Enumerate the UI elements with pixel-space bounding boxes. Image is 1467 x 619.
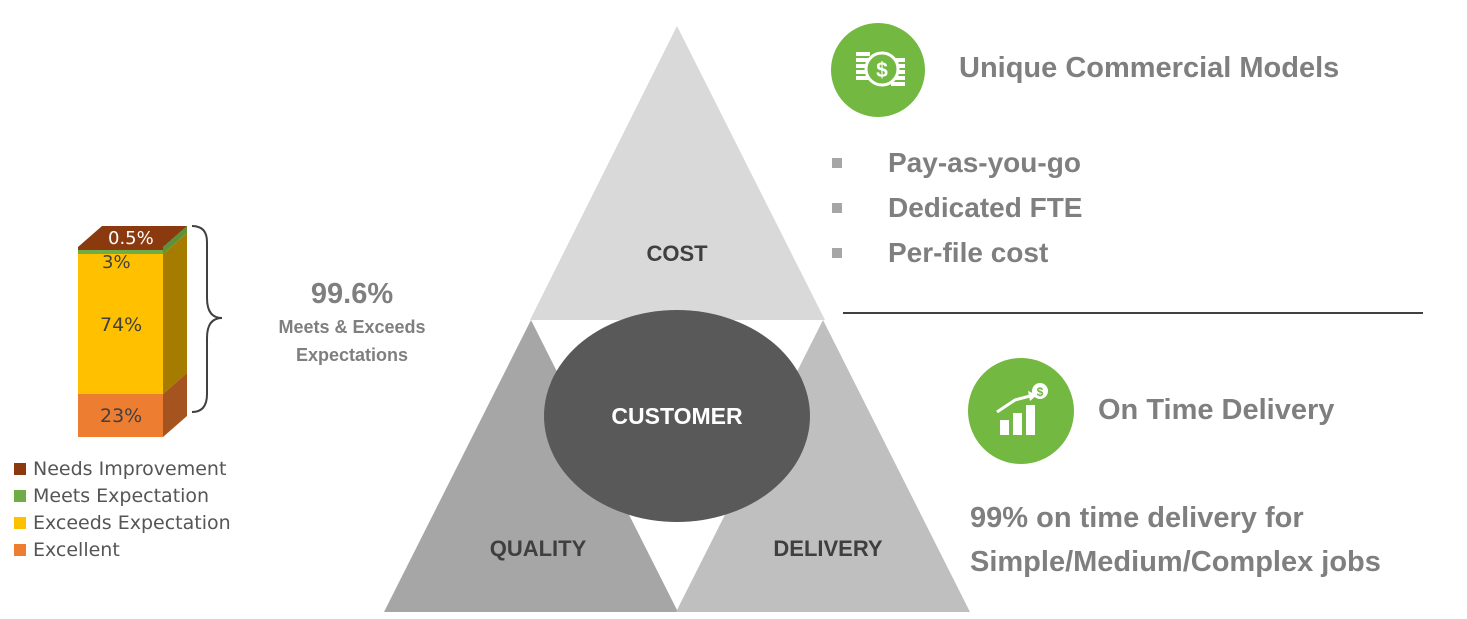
bar-side-meets <box>163 226 187 254</box>
legend-label: Exceeds Expectation <box>33 511 231 534</box>
bar-label-excellent: 23% <box>100 405 143 427</box>
triangle-quality <box>384 320 678 612</box>
legend-item-meets: Meets Expectation <box>14 482 231 509</box>
list-item: Dedicated FTE <box>832 185 1082 230</box>
growth-chart-dollar-icon: $ <box>968 358 1074 464</box>
svg-text:$: $ <box>876 59 888 82</box>
legend-item-exceeds: Exceeds Expectation <box>14 509 231 536</box>
bullet-icon <box>832 247 842 258</box>
customer-circle <box>544 310 810 522</box>
bar-label-exceeds: 74% <box>100 314 143 336</box>
legend-item-needs-improvement: Needs Improvement <box>14 455 231 482</box>
legend-swatch <box>14 543 26 556</box>
legend-swatch <box>14 489 26 502</box>
triangle-diagram <box>384 26 970 612</box>
bar-segment-exceeds <box>78 254 163 394</box>
list-item-text: Dedicated FTE <box>888 191 1083 223</box>
commercial-title: Unique Commercial Models <box>959 52 1340 84</box>
list-item: Per-file cost <box>832 230 1082 275</box>
bar-side-excellent <box>163 373 187 437</box>
list-item-text: Pay-as-you-go <box>888 146 1081 178</box>
list-item-text: Per-file cost <box>888 236 1049 268</box>
summary-percent: 99.6% <box>310 278 394 310</box>
bar-top-face <box>78 226 187 247</box>
label-customer: CUSTOMER <box>611 403 743 429</box>
stacked-bar-3d <box>78 226 187 437</box>
curly-brace <box>191 225 223 413</box>
bar-side-exceeds <box>163 233 187 394</box>
delivery-title: On Time Delivery <box>1098 394 1335 426</box>
bar-legend: Needs Improvement Meets Expectation Exce… <box>14 455 231 563</box>
legend-item-excellent: Excellent <box>14 536 231 563</box>
bar-top-strip <box>78 247 163 250</box>
delivery-line-2: Simple/Medium/Complex jobs <box>970 546 1381 578</box>
label-cost: COST <box>646 241 708 266</box>
summary-line-1: Meets & Exceeds <box>278 317 426 337</box>
legend-label: Excellent <box>33 538 120 561</box>
bar-label-meets: 3% <box>102 252 131 273</box>
bar-segment-meets <box>78 247 163 254</box>
satisfaction-summary: 99.6% Meets & Exceeds Expectations <box>262 278 442 367</box>
legend-label: Meets Expectation <box>33 484 210 507</box>
svg-text:$: $ <box>1037 385 1044 399</box>
bar-segment-excellent <box>78 394 163 437</box>
commercial-models-list: Pay-as-you-go Dedicated FTE Per-file cos… <box>832 140 1082 275</box>
delivery-line-1: 99% on time delivery for <box>970 502 1304 534</box>
legend-swatch <box>14 462 26 475</box>
bullet-icon <box>832 157 842 168</box>
label-delivery: DELIVERY <box>773 536 883 561</box>
section-divider <box>843 312 1423 314</box>
triangle-delivery <box>676 320 970 612</box>
label-quality: QUALITY <box>489 536 587 561</box>
list-item: Pay-as-you-go <box>832 140 1082 185</box>
money-coins-icon: $ <box>831 23 925 117</box>
bullet-icon <box>832 202 842 213</box>
triangle-cost <box>530 26 825 320</box>
bar-label-needs-improvement: 0.5% <box>108 228 154 249</box>
delivery-description: 99% on time delivery for Simple/Medium/C… <box>970 496 1381 584</box>
summary-line-2: Expectations <box>295 345 409 365</box>
legend-label: Needs Improvement <box>33 457 227 480</box>
legend-swatch <box>14 516 26 529</box>
